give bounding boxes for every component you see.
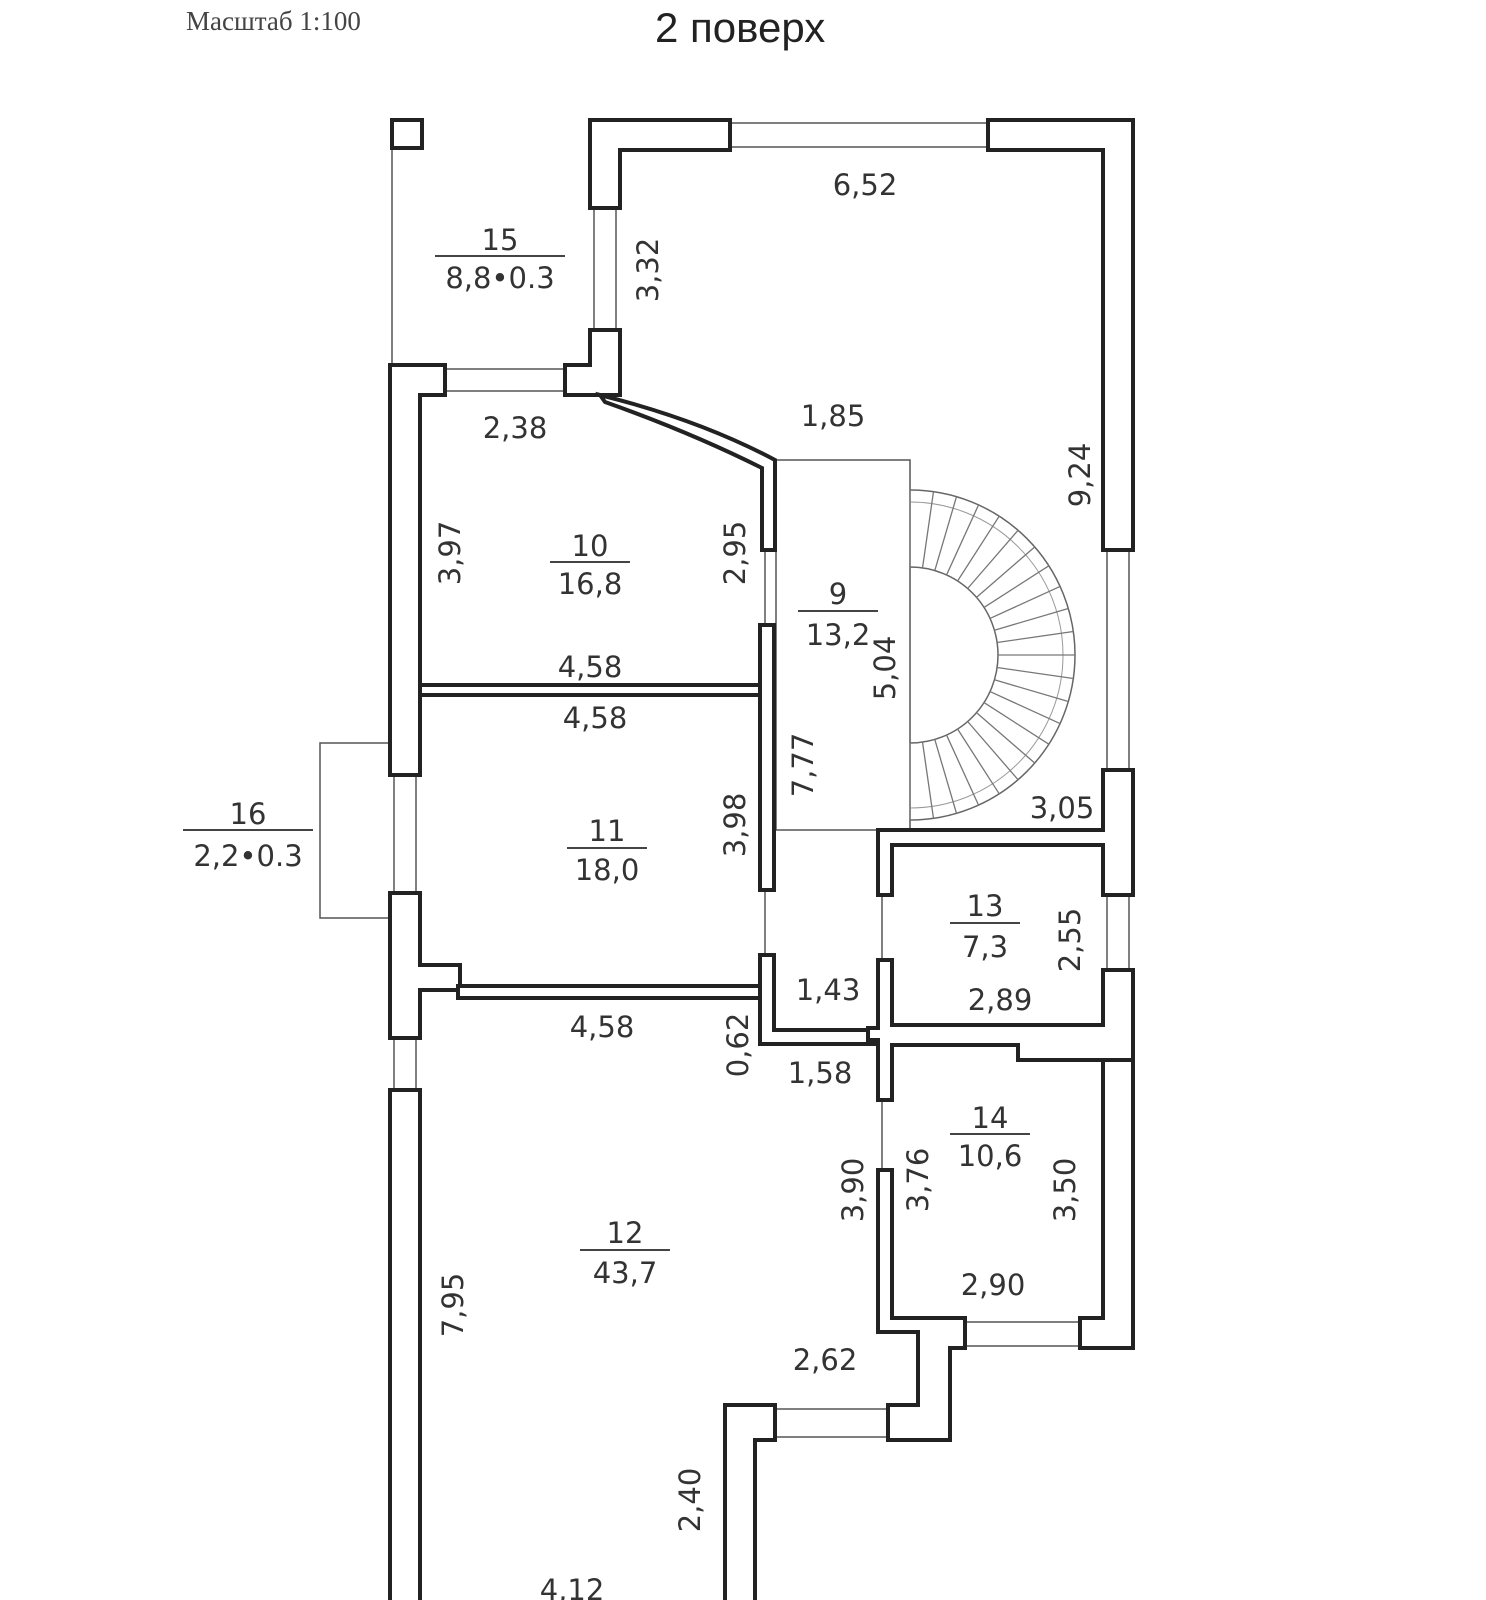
svg-text:12: 12 bbox=[607, 1216, 644, 1250]
svg-text:7,3: 7,3 bbox=[962, 930, 1008, 964]
stair-line bbox=[921, 491, 935, 568]
stair-line bbox=[983, 565, 1050, 608]
floor-title: 2 поверх bbox=[655, 4, 826, 51]
dim: 3,05 bbox=[1030, 791, 1095, 825]
walls bbox=[388, 118, 1135, 1600]
dim: 4,58 bbox=[563, 701, 628, 735]
stair-line bbox=[967, 529, 1019, 589]
stair-line bbox=[945, 734, 980, 806]
stair-line bbox=[997, 630, 1074, 644]
svg-text:13: 13 bbox=[967, 889, 1004, 923]
room-16: 16 2,2•0.3 bbox=[183, 797, 313, 873]
room-12: 12 43,7 bbox=[580, 1216, 670, 1290]
svg-text:43,7: 43,7 bbox=[593, 1256, 658, 1290]
stair-line bbox=[976, 712, 1036, 764]
stair-line bbox=[921, 742, 935, 819]
stair-line bbox=[909, 566, 999, 744]
spiral-staircase bbox=[909, 489, 1076, 821]
dim: 3,76 bbox=[901, 1148, 935, 1213]
dim: 3,50 bbox=[1048, 1158, 1082, 1223]
stair-line bbox=[989, 585, 1061, 620]
dim: 1,85 bbox=[801, 399, 866, 433]
room-10: 10 16,8 bbox=[550, 529, 630, 601]
dim: 5,04 bbox=[868, 636, 902, 701]
room-14: 14 10,6 bbox=[950, 1101, 1030, 1173]
dim: 2,90 bbox=[961, 1268, 1026, 1302]
room-11: 11 18,0 bbox=[567, 814, 647, 887]
dim: 4,58 bbox=[570, 1010, 635, 1044]
room-9: 913,2 bbox=[798, 577, 878, 652]
dim: 2,62 bbox=[793, 1343, 858, 1377]
dim: 1,58 bbox=[788, 1056, 853, 1090]
svg-text:15: 15 bbox=[482, 223, 519, 257]
stair-line bbox=[934, 496, 958, 571]
dim: 7,77 bbox=[786, 733, 820, 798]
dim: 4,12 bbox=[540, 1573, 605, 1600]
stair-line bbox=[934, 739, 958, 814]
svg-text:16: 16 bbox=[230, 797, 267, 831]
svg-text:10,6: 10,6 bbox=[958, 1139, 1023, 1173]
svg-text:16,8: 16,8 bbox=[558, 567, 623, 601]
svg-text:2,2•0.3: 2,2•0.3 bbox=[193, 839, 302, 873]
stair-line bbox=[976, 546, 1036, 598]
svg-text:8,8•0.3: 8,8•0.3 bbox=[445, 261, 554, 295]
room-15: 15 8,8•0.3 bbox=[435, 223, 565, 295]
dim: 2,40 bbox=[673, 1468, 707, 1533]
stair-line bbox=[957, 515, 1000, 582]
dim: 3,97 bbox=[433, 521, 467, 586]
svg-text:14: 14 bbox=[972, 1101, 1009, 1135]
stair-line bbox=[957, 728, 1000, 795]
dim: 3,90 bbox=[836, 1158, 870, 1223]
dim: 2,95 bbox=[718, 521, 752, 586]
stair-line bbox=[945, 504, 980, 576]
svg-text:9: 9 bbox=[829, 577, 847, 611]
dim: 6,52 bbox=[833, 168, 898, 202]
windows bbox=[393, 122, 1130, 1438]
dim: 2,38 bbox=[483, 411, 548, 445]
dimension-labels: 6,52 3,32 2,38 1,85 9,24 3,97 2,95 5,04 … bbox=[433, 168, 1097, 1600]
svg-text:13,2: 13,2 bbox=[806, 618, 871, 652]
dim: 7,95 bbox=[436, 1273, 470, 1338]
svg-text:18,0: 18,0 bbox=[575, 853, 640, 887]
svg-text:10: 10 bbox=[572, 529, 609, 563]
stair-line bbox=[994, 679, 1069, 703]
stair-line bbox=[983, 702, 1050, 745]
room-13: 137,3 bbox=[950, 889, 1020, 964]
dim: 3,32 bbox=[631, 238, 665, 303]
dim: 9,24 bbox=[1063, 443, 1097, 508]
dim: 3,98 bbox=[718, 793, 752, 858]
stair-line bbox=[989, 690, 1061, 725]
svg-text:11: 11 bbox=[589, 814, 626, 848]
stair-line bbox=[994, 607, 1069, 631]
scale-label: Масштаб 1:100 bbox=[186, 6, 361, 36]
dim: 1,43 bbox=[796, 973, 861, 1007]
stair-line bbox=[997, 666, 1074, 680]
dim: 4,58 bbox=[558, 650, 623, 684]
dim: 0,62 bbox=[721, 1013, 755, 1078]
stair-line bbox=[967, 721, 1019, 781]
dim: 2,55 bbox=[1053, 908, 1087, 973]
dim: 2,89 bbox=[968, 983, 1033, 1017]
